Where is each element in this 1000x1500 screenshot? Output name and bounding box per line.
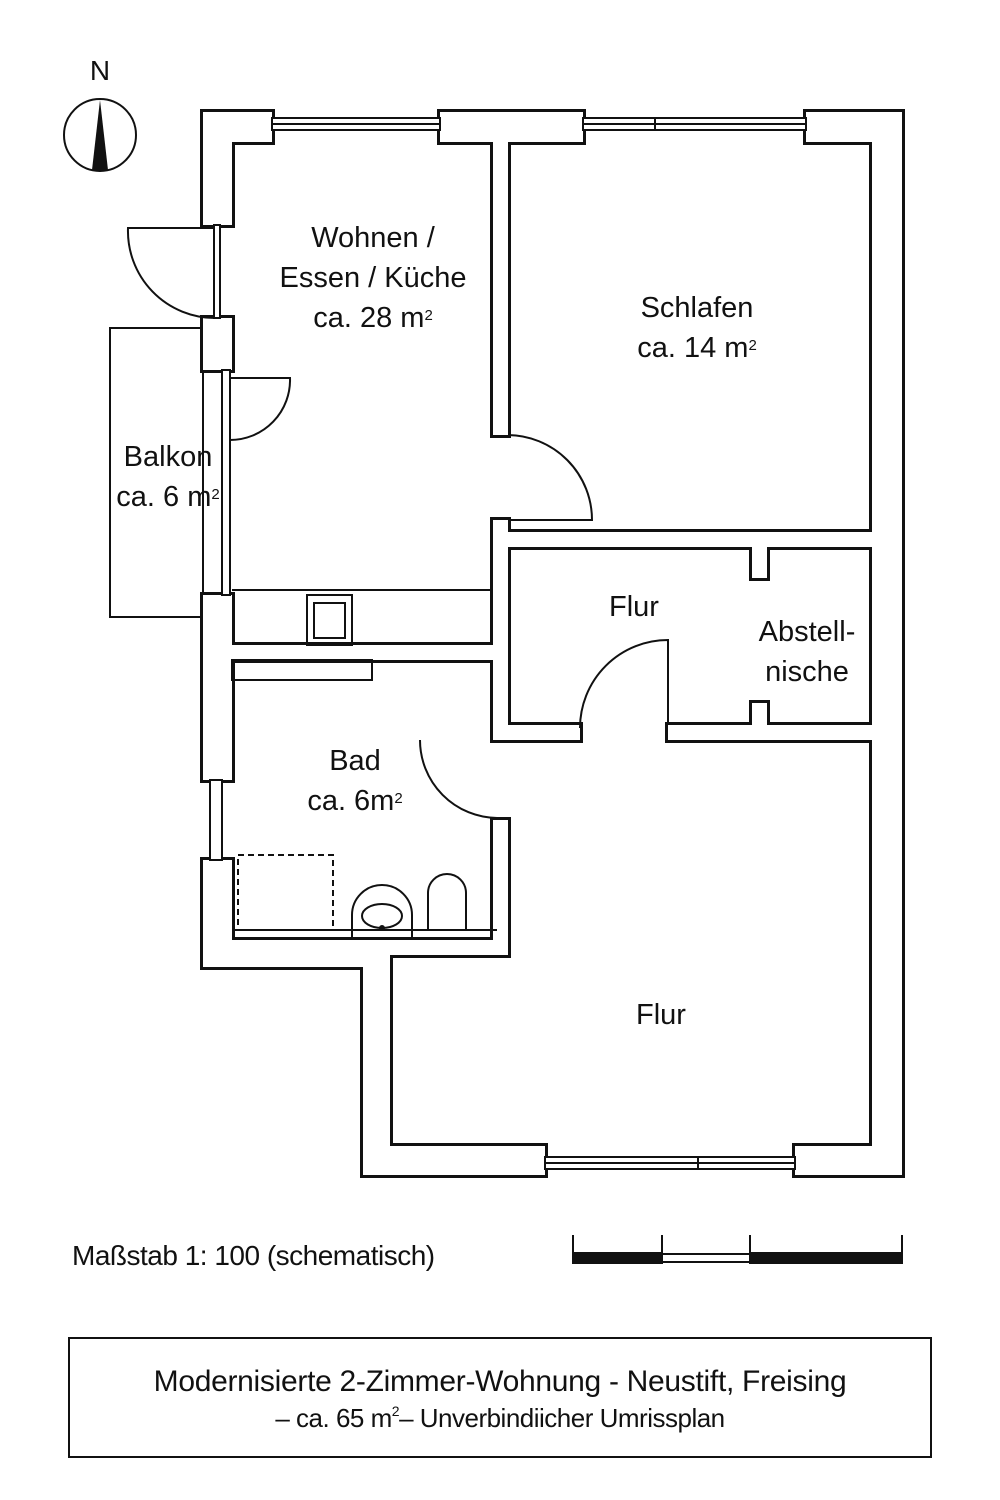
title-subtitle: – ca. 65 m2– Unverbindiicher Umrissplan [275,1403,725,1433]
wall-segment [203,318,232,370]
wall-segment [872,112,902,1175]
kitchen-counter [232,589,493,646]
room-label-wohnen: Wohnen / Essen / Küche ca. 28 m2 [280,218,467,338]
room-name: Flur [609,591,659,623]
window-bad [209,779,223,861]
wall-segment [363,940,390,1175]
bath-door-swing [419,739,498,819]
wall-segment [508,532,872,547]
scale-bar [572,1235,903,1264]
wall-segment [363,1146,545,1175]
wall-segment [668,725,872,740]
wall-segment [493,820,508,955]
room-label-balkon: Balkon ca. 6 m2 [116,437,219,517]
room-label-bad: Bad ca. 6m2 [307,741,402,821]
stove [306,594,353,646]
room-name: Schlafen [640,292,754,324]
wall-segment [232,645,493,660]
room-label-schlafen: Schlafen ca. 14 m2 [637,288,757,368]
wall-segment [203,112,232,225]
wall-segment [752,547,767,578]
room-label-flur-upper: Flur [609,587,659,627]
room-area: ca. 14 m2 [637,332,757,364]
shower-tray [237,854,334,931]
room-area: ca. 6m2 [307,785,403,817]
wall-segment [440,112,583,142]
bedroom-door-swing [507,434,594,521]
walls-fill [203,112,902,1175]
doors [126,227,669,819]
room-name: Wohnen / [311,222,435,254]
balcony-door-frame [221,369,231,596]
sink [351,884,413,940]
wall-segment [752,703,767,725]
room-name: Flur [636,999,686,1031]
balcony-door-swing [229,377,292,441]
windows [209,117,807,1170]
room-name: Balkon [123,441,213,473]
wall-segment [203,940,390,967]
room-label-flur-lower: Flur [636,995,686,1035]
room-label-abstellnische: Abstell- nische [759,612,856,692]
room-name: Abstell- [758,616,856,648]
wall-segment [203,595,232,780]
toilet [427,873,467,930]
wall-segment [493,725,580,740]
room-name: nische [765,656,849,688]
wall-segment [795,1146,902,1175]
title-box: Modernisierte 2-Zimmer-Wohnung - Neustif… [68,1337,932,1458]
hall-door-swing [579,638,669,729]
north-arrow-icon [63,98,137,172]
entrance-door-frame [213,224,221,319]
wall-segment [493,142,508,435]
bath-shelf [231,659,373,681]
entrance-door-swing [126,227,216,319]
wall-segment [390,940,508,955]
room-name: Bad [329,745,381,777]
room-name: Essen / Küche [279,262,467,294]
north-label: N [89,55,111,86]
balcony-outline [109,327,204,618]
wall-segment [493,520,508,740]
scale-label: Maßstab 1: 100 (schematisch) [72,1240,435,1271]
room-area: ca. 6 m2 [116,481,220,513]
title-main: Modernisierte 2-Zimmer-Wohnung - Neustif… [153,1365,847,1398]
room-area: ca. 28 m2 [313,302,433,334]
bath-fixtures [231,659,497,940]
